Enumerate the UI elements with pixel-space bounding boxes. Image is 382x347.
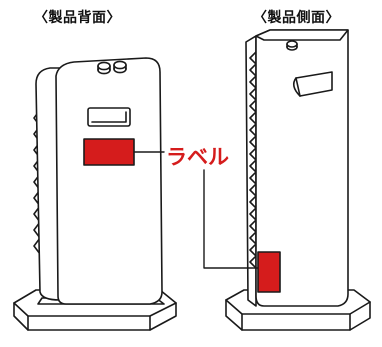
side-view-body-side [255,29,349,307]
side-handle [295,71,333,97]
side-label-marker [257,251,281,293]
label-callout-text: ラベル [166,141,229,171]
side-view-device [225,29,371,331]
side-view-caption: 〈製品側面〉 [253,10,340,26]
leader-to-side-label [203,169,259,269]
back-view-body-front [55,57,163,305]
back-handle-slot [87,107,131,127]
back-view-ribs [33,109,41,255]
callout-leaders [133,151,259,269]
back-view-device [13,57,177,331]
back-view-caption: 〈製品背面〉 [34,10,121,26]
back-label-marker [83,138,135,166]
label-callout-word: ラベル [166,145,229,169]
